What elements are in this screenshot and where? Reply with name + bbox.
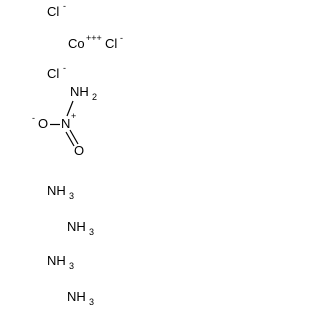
nitrogen-symbol: N [61,116,71,131]
amine-subscript: 2 [92,92,98,102]
oxide-symbol: O [38,116,49,131]
nitramide-bonds [50,100,79,147]
nitrogen-charge: + [71,111,77,121]
chloride-2-symbol: Cl [105,36,118,51]
bond-nitrogen-amine [66,100,74,117]
chloride-1-symbol: Cl [47,4,60,19]
oxide-charge: - [32,113,35,123]
oxo-symbol: O [74,143,85,158]
ammonia-1-symbol: NH [47,183,66,198]
bond-nitrogen-oxo-b [69,129,79,145]
ammonia-1-subscript: 3 [69,191,75,201]
chloride-3-symbol: Cl [47,66,60,81]
amine-symbol: NH [70,84,89,99]
ammonia-2-subscript: 3 [89,227,95,237]
ammonia-3-subscript: 3 [69,261,75,271]
cobalt-charge: +++ [86,33,102,43]
chloride-3-charge: - [63,63,66,73]
chloride-1-charge: - [63,1,66,11]
ammonia-4-subscript: 3 [89,297,95,307]
ammonia-3-symbol: NH [47,253,66,268]
cobalt-symbol: Co [68,36,85,51]
ammonia-2-symbol: NH [67,219,86,234]
chloride-2-charge: - [120,33,123,43]
ammonia-4-symbol: NH [67,289,86,304]
bond-nitrogen-oxo-a [65,131,75,147]
